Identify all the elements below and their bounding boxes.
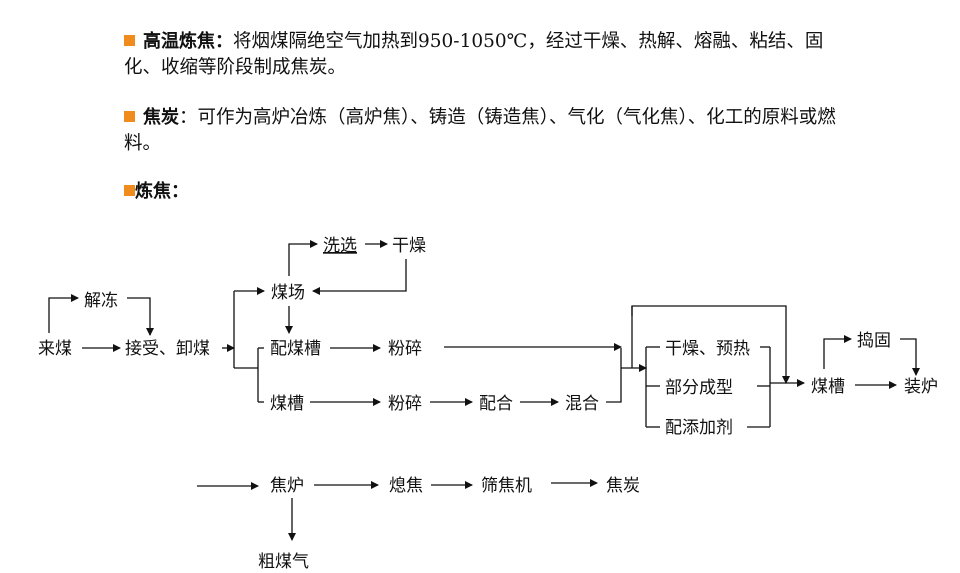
term-coke: 焦炭 — [143, 107, 179, 128]
node-cumeiqi: 粗煤气 — [258, 552, 309, 572]
node-jiaotan: 焦炭 — [606, 476, 640, 496]
node-bufen-chengxing: 部分成型 — [665, 378, 733, 398]
paragraph-coking-heading: 炼焦： — [124, 179, 189, 205]
arrow-bypass-meicao — [631, 305, 790, 384]
bullet-square-icon — [124, 185, 135, 196]
term-high-temp-coking: 高温炼焦： — [143, 31, 233, 52]
bullet-square-icon — [124, 111, 135, 122]
node-zhuanglu: 装炉 — [904, 377, 938, 397]
node-meichang: 煤场 — [271, 283, 305, 303]
paragraph-coke: 焦炭：可作为高炉冶炼（高炉焦）、铸造（铸造焦）、气化（气化焦）、化工的原料或燃料… — [124, 105, 844, 157]
node-jiedong: 解冻 — [84, 291, 118, 311]
arrow-meichang-xixuan — [288, 240, 318, 276]
node-shaijiaoji: 筛焦机 — [481, 476, 532, 496]
node-jieshou: 接受、卸煤 — [125, 339, 210, 359]
paragraph-high-temp-coking: 高温炼焦：将烟煤隔绝空气加热到950-1050℃，经过干燥、热解、熔融、粘结、固… — [124, 29, 844, 81]
node-jiaolu: 焦炉 — [270, 476, 304, 496]
node-hunhe: 混合 — [565, 394, 599, 414]
node-peimeicao: 配煤槽 — [270, 339, 321, 359]
node-daogu: 捣固 — [857, 331, 891, 351]
node-fensui-2: 粉碎 — [388, 394, 422, 414]
line-hunhe-junction — [606, 348, 622, 403]
definition-high-temp-coking: 将烟煤隔绝空气加热到950-1050℃，经过干燥、热解、熔融、粘结、固化、收缩等… — [124, 31, 824, 78]
arrow-ganzao-meichang — [312, 259, 407, 295]
definition-coke: ：可作为高炉冶炼（高炉焦）、铸造（铸造焦）、气化（气化焦）、化工的原料或燃料。 — [124, 107, 836, 154]
node-xijiao: 熄焦 — [389, 476, 423, 496]
node-ganzao-top: 干燥 — [392, 236, 426, 256]
term-coking: 炼焦： — [135, 181, 189, 202]
arrow-meicao-daogu — [823, 335, 852, 369]
node-peihe: 配合 — [479, 394, 513, 414]
node-fensui-1: 粉碎 — [388, 339, 422, 359]
node-meicao-1: 煤槽 — [270, 394, 304, 414]
arrow-daogu-zhuanglu — [900, 338, 920, 376]
node-meicao-2: 煤槽 — [811, 377, 845, 397]
arrow-laimei-jiedong — [48, 294, 79, 333]
node-ganzao-yure: 干燥、预热 — [665, 339, 750, 359]
flow-connectors — [48, 240, 920, 541]
node-xixuan: 洗选 — [323, 236, 357, 256]
arrow-jiedong-jieshou — [127, 297, 154, 336]
node-laimei: 来煤 — [38, 339, 72, 359]
node-peitian-jiaji: 配添加剂 — [665, 418, 733, 438]
bullet-square-icon — [124, 35, 135, 46]
